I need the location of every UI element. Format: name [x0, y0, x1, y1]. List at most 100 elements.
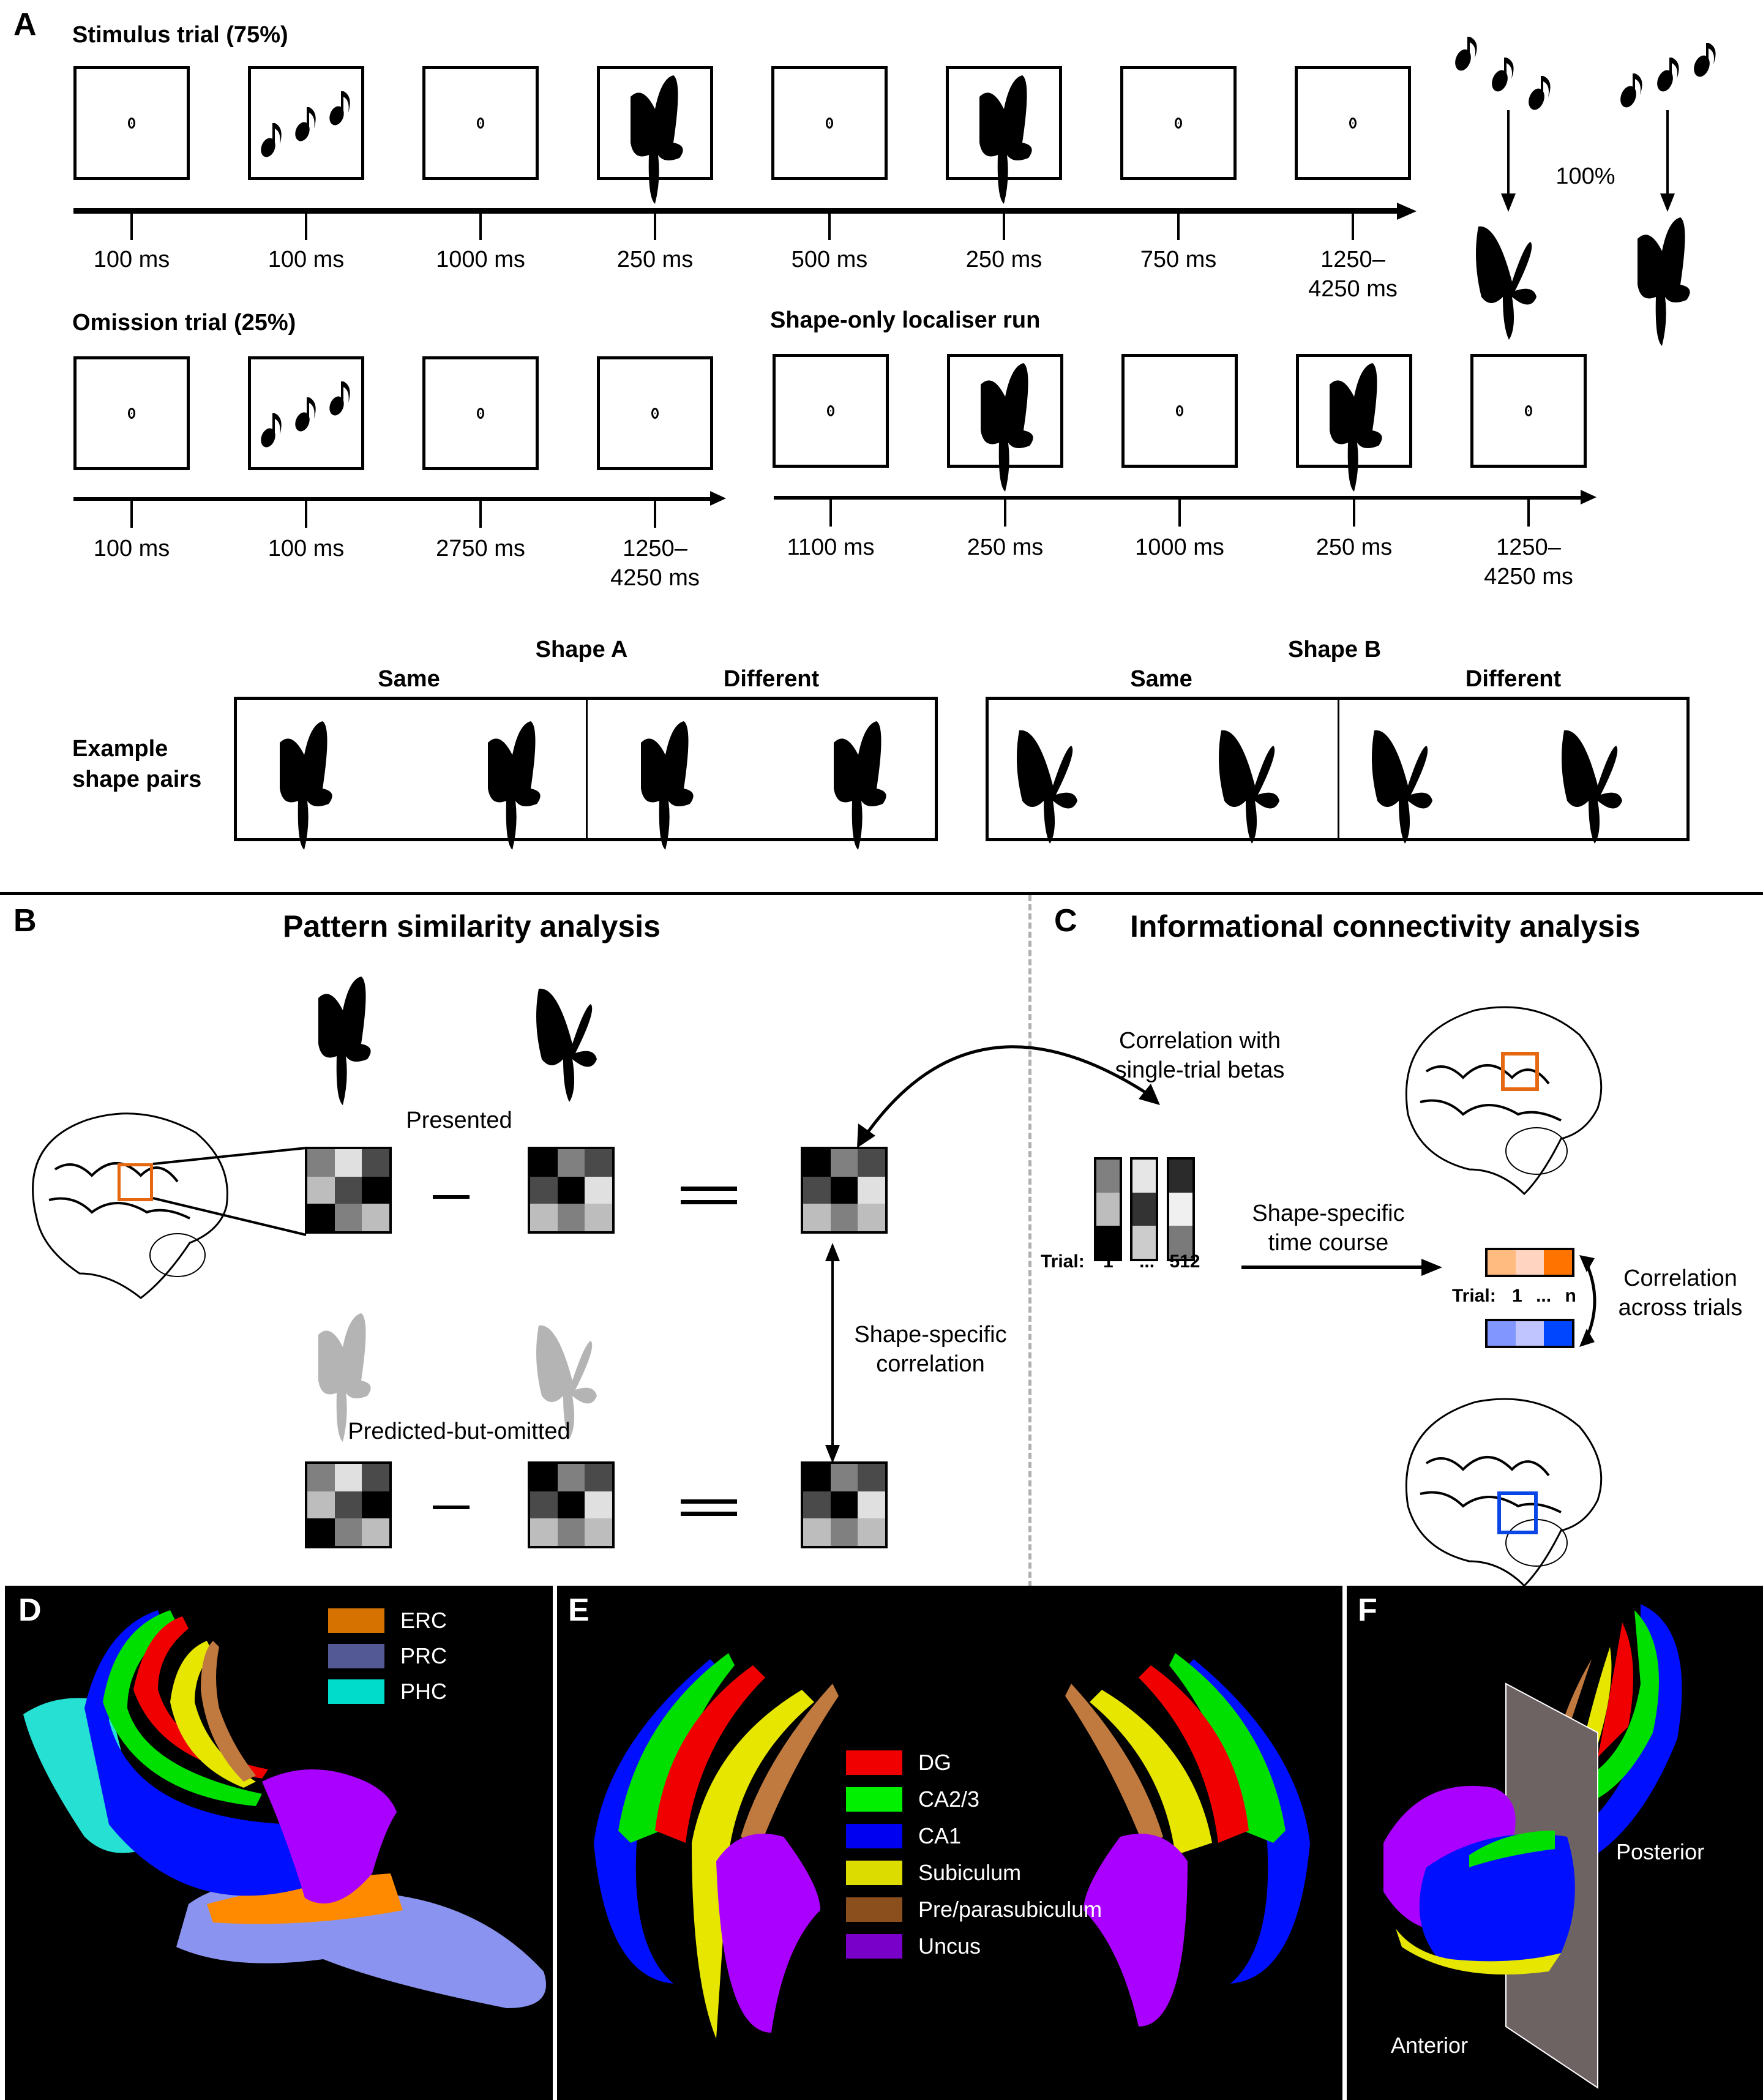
beta-cell [1096, 1226, 1120, 1259]
beta-column-trial-512 [1167, 1157, 1195, 1261]
pattern-voxel [858, 1149, 885, 1177]
shape-b-same-label: Same [1130, 666, 1192, 692]
shape-a-icon [1638, 217, 1690, 346]
arrow-right-icon [1421, 1259, 1442, 1276]
shape-a-variant-icon [834, 721, 886, 850]
shape-a-icon [280, 721, 332, 850]
duration-label: 100 ms [93, 536, 170, 561]
tone-sequence-descending-icon [1455, 37, 1551, 110]
shape-specific-correlation-arrow [831, 1255, 834, 1451]
pattern-grid-omitted-difference [801, 1461, 888, 1548]
stimulus-frame-fixation [422, 66, 539, 180]
stimulus-frame-fixation [771, 66, 888, 180]
legend-label: ERC [400, 1608, 447, 1633]
beta-cell [1096, 1160, 1120, 1193]
timeline-tick [479, 501, 482, 528]
timeline-tick [1178, 500, 1181, 527]
timeline-arrowhead-icon [1581, 490, 1596, 504]
panel-letter-d: D [18, 1592, 42, 1628]
time-course-arrow [1241, 1266, 1425, 1269]
beta-column-trial-mid [1130, 1157, 1158, 1261]
legend-swatch [846, 1787, 902, 1812]
duration-label: 1100 ms [787, 534, 875, 560]
legend-item: CA1 [846, 1823, 961, 1849]
pattern-voxel [803, 1491, 831, 1519]
pattern-voxel [557, 1176, 585, 1204]
tone-sequence-ascending-icon [1620, 43, 1716, 108]
localiser-frame-shape [947, 354, 1063, 492]
duration-label: 100 ms [268, 247, 345, 272]
timeline-tick [829, 500, 832, 527]
timeline-arrowhead-icon [1397, 203, 1417, 220]
panel-f: F Anterior Posterior [1347, 1586, 1763, 2100]
legend-swatch [328, 1608, 384, 1633]
timeline-tick [1352, 213, 1354, 240]
time-course-cell [1544, 1250, 1572, 1275]
pattern-voxel [362, 1176, 389, 1204]
pattern-voxel [858, 1204, 885, 1231]
duration-label: 1000 ms [1135, 534, 1224, 560]
pattern-voxel [830, 1464, 858, 1491]
timeline-tick [654, 501, 656, 528]
mtl-3d-render [23, 1610, 546, 2008]
music-notes-icon [261, 91, 350, 157]
legend-item: ERC [328, 1608, 447, 1633]
duration-label: 250 ms [1316, 534, 1393, 560]
pattern-voxel [858, 1176, 885, 1204]
duration-label: 1250– 4250 ms [610, 536, 700, 591]
pattern-voxel [803, 1204, 831, 1231]
duration-label: 250 ms [616, 247, 694, 272]
pattern-voxel [830, 1204, 858, 1231]
legend-item: PHC [328, 1679, 447, 1704]
duration-label: 1250– 4250 ms [1484, 534, 1573, 590]
omission-trial-title: Omission trial (25%) [72, 310, 296, 336]
beta-column-trial-1 [1094, 1157, 1122, 1261]
legend-swatch [846, 1861, 902, 1885]
timeline-tick [1004, 500, 1006, 527]
pattern-voxel [803, 1149, 831, 1177]
pattern-voxel [557, 1149, 585, 1177]
fixation-point-icon [651, 408, 659, 419]
association-arrow-left [1507, 110, 1510, 196]
pattern-voxel [830, 1149, 858, 1177]
shape-a-icon [641, 721, 694, 850]
legend-label: Uncus [918, 1933, 981, 1959]
shape-b-icon [1372, 730, 1432, 844]
beta-cell [1132, 1160, 1156, 1193]
duration-label: 2750 ms [436, 536, 525, 561]
fixation-point-icon [1176, 405, 1183, 416]
timeline-tick [1177, 213, 1180, 240]
fixation-point-icon [128, 408, 135, 419]
equals-icon-bottom [681, 1512, 737, 1516]
stimulus-timeline [73, 208, 1402, 214]
panel-letter-a: A [13, 7, 37, 42]
legend-label: DG [918, 1750, 951, 1775]
pattern-voxel [557, 1464, 585, 1491]
legend-label: PHC [400, 1679, 447, 1704]
curved-double-arrow-icon [857, 1045, 1160, 1148]
fixation-point-icon [477, 118, 484, 129]
trial-axis-prefix: Trial: [1041, 1251, 1085, 1272]
timeline-tick [828, 213, 831, 240]
fixation-point-icon [128, 118, 135, 129]
localiser-frame-shape [1296, 354, 1412, 492]
trial-axis-last: 512 [1169, 1251, 1200, 1272]
music-notes-icon [261, 381, 350, 448]
duration-label: 250 ms [967, 534, 1044, 560]
tc-axis-label: Trial: 1 ... n [1452, 1286, 1576, 1307]
shape-b-variant-icon [1562, 730, 1622, 844]
timeline-tick [1003, 213, 1005, 240]
pattern-voxel [334, 1464, 362, 1491]
panel-bc-divider [1028, 895, 1031, 1587]
arrow-down-icon [1660, 193, 1675, 212]
timeline-tick [305, 501, 307, 528]
pattern-voxel [334, 1491, 362, 1519]
shape-a-pairs-box [234, 697, 938, 850]
timeline-tick [654, 213, 656, 240]
curved-double-arrow-icon [1579, 1255, 1596, 1347]
localiser-frame-fixation [773, 354, 889, 468]
stimulus-frame-fixation [1295, 66, 1411, 180]
legend-swatch [328, 1679, 384, 1704]
roi-zoom-lines [152, 1147, 307, 1236]
